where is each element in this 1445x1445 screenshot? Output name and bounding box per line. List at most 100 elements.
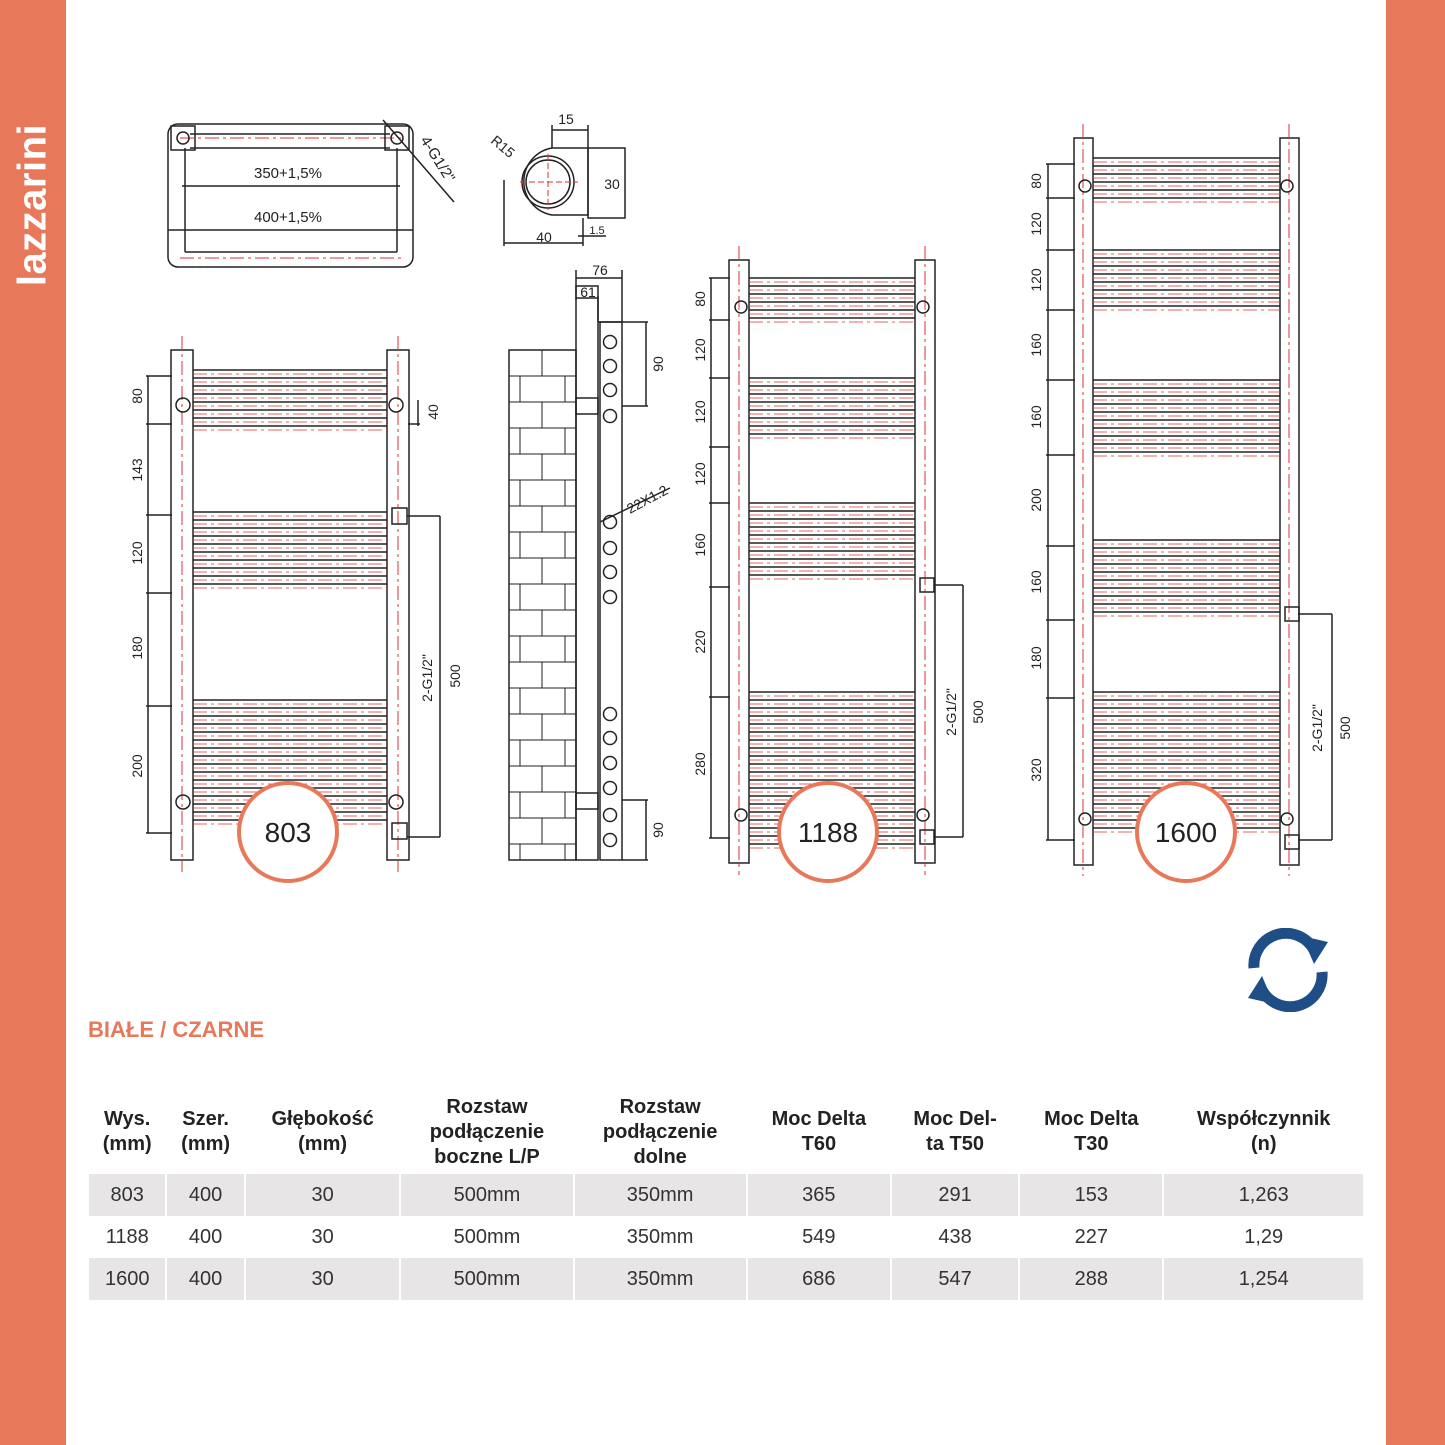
r803-d40: 40 — [425, 404, 441, 420]
r1600-dim-1: 80 — [1028, 173, 1044, 189]
table-cell: 547 — [891, 1258, 1019, 1300]
table-cell: 30 — [245, 1258, 400, 1300]
r803-dim-2: 143 — [129, 458, 145, 482]
color-variant-label: BIAŁE / CZARNE — [88, 1017, 264, 1042]
side-d90-bottom: 90 — [650, 822, 666, 838]
spec-table-header: Wys.(mm) Szer.(mm) Głębokość(mm) Rozstaw… — [89, 1090, 1363, 1174]
r1188-dim-6: 220 — [692, 630, 708, 654]
pipe-thickness: 1.5 — [589, 225, 604, 237]
bar-section-circle — [602, 730, 618, 746]
r1600-dim-5: 160 — [1028, 405, 1044, 429]
table-cell: 350mm — [626, 1225, 694, 1248]
bar-section-circle — [602, 408, 618, 424]
r1188-dim-7: 280 — [692, 752, 708, 776]
r1600-dim-4: 160 — [1028, 333, 1044, 357]
left-accent-bar — [0, 0, 66, 1445]
top-view: 350+1,5% 400+1,5% 4-G1/2" — [167, 119, 459, 268]
pipe-depth: 40 — [536, 229, 552, 245]
table-cell: 500mm — [401, 1258, 573, 1300]
r1600-dim-7: 160 — [1028, 570, 1044, 594]
r1188-height-badge: 1188 — [798, 817, 858, 848]
top-outer-width: 400+1,5% — [254, 209, 322, 226]
r803-span: 500 — [447, 664, 463, 688]
side-d76: 76 — [592, 262, 608, 278]
radiator-803: 80 143 120 180 200 40 2-G1/2" 500 803 — [129, 336, 463, 883]
r1188-dim-1: 80 — [692, 291, 708, 307]
table-cell: 365 — [747, 1174, 890, 1216]
r1600-height-badge: 1600 — [1155, 817, 1217, 848]
r1188-dim-5: 160 — [692, 533, 708, 557]
table-cell: 1,29 — [1244, 1225, 1284, 1248]
r803-dim-5: 200 — [129, 754, 145, 778]
table-cell: 500mm — [453, 1225, 521, 1248]
spec-table: Wys.(mm) Szer.(mm) Głębokość(mm) Rozstaw… — [87, 1090, 1365, 1300]
bar-section-circle — [602, 358, 618, 374]
r1188-span: 500 — [970, 700, 986, 724]
table-cell: 400 — [188, 1225, 223, 1248]
table-cell: 1,254 — [1164, 1258, 1363, 1300]
r803-conn: 2-G1/2" — [419, 654, 435, 702]
top-connection: 4-G1/2" — [417, 133, 459, 185]
bar-section-circle — [602, 540, 618, 556]
bar-section-circle — [602, 807, 618, 823]
r803-dim-1: 80 — [129, 388, 145, 404]
r1600-dim-2: 120 — [1028, 212, 1044, 236]
table-cell: 1188 — [105, 1225, 149, 1248]
brand-name: lazzarini — [10, 123, 55, 287]
r1600-span: 500 — [1337, 716, 1353, 740]
table-cell: 291 — [891, 1174, 1019, 1216]
r1188-conn: 2-G1/2" — [943, 688, 959, 736]
top-inner-width: 350+1,5% — [254, 165, 322, 182]
right-accent-bar — [1386, 0, 1445, 1445]
pipe-width: 15 — [558, 111, 574, 127]
table-cell: 350mm — [574, 1258, 746, 1300]
table-cell: 1600 — [89, 1258, 166, 1300]
bar-section-circle — [602, 382, 618, 398]
r1600-dim-3: 120 — [1028, 268, 1044, 292]
r803-height-badge: 803 — [265, 817, 312, 848]
bar-section-circle — [602, 334, 618, 350]
table-cell: 803 — [89, 1174, 166, 1216]
table-cell: 30 — [311, 1225, 334, 1248]
side-d61: 61 — [580, 284, 596, 300]
col-coefficient: Współczynnik(n) — [1197, 1108, 1331, 1155]
table-cell: 549 — [802, 1225, 836, 1248]
table-cell: 500mm — [401, 1174, 573, 1216]
pipe-detail: R15 15 30 40 1.5 — [488, 111, 626, 246]
r1188-dim-3: 120 — [692, 400, 708, 424]
col-power-t50: Moc Del-ta T50 — [913, 1108, 997, 1155]
bar-section-circle — [602, 514, 618, 530]
bar-section-circle — [602, 755, 618, 771]
table-row: 1188 400 30 500mm 350mm 549 438 227 1,29 — [89, 1216, 1363, 1258]
r1600-dim-6: 200 — [1028, 488, 1044, 512]
r1600-dim-8: 180 — [1028, 646, 1044, 670]
r1600-conn: 2-G1/2" — [1309, 704, 1325, 752]
table-cell: 438 — [938, 1225, 972, 1248]
table-cell: 686 — [747, 1258, 890, 1300]
bar-section-circle — [602, 706, 618, 722]
radiator-1600: 80 120 120 160 160 200 160 180 320 2-G1/… — [1028, 124, 1353, 883]
bar-section-circle — [602, 589, 618, 605]
col-width: Szer.(mm) — [181, 1108, 231, 1155]
technical-drawing: 350+1,5% 400+1,5% 4-G1/2" R15 15 30 40 1… — [129, 111, 1353, 883]
bar-section-circle — [602, 832, 618, 848]
table-cell: 227 — [1074, 1225, 1108, 1248]
bar-section-circle — [602, 564, 618, 580]
table-cell: 400 — [167, 1174, 244, 1216]
brand-logo: lazzarini — [0, 30, 66, 300]
r1188-dim-4: 120 — [692, 462, 708, 486]
r803-dim-4: 180 — [129, 636, 145, 660]
pipe-radius: R15 — [488, 132, 518, 161]
r1600-dim-9: 320 — [1028, 758, 1044, 782]
col-height: Wys.(mm) — [102, 1108, 152, 1155]
table-cell: 288 — [1020, 1258, 1163, 1300]
table-cell: 153 — [1020, 1174, 1163, 1216]
table-cell: 350mm — [574, 1174, 746, 1216]
table-cell: 400 — [167, 1258, 244, 1300]
reload-arrows-icon — [1248, 928, 1328, 1012]
